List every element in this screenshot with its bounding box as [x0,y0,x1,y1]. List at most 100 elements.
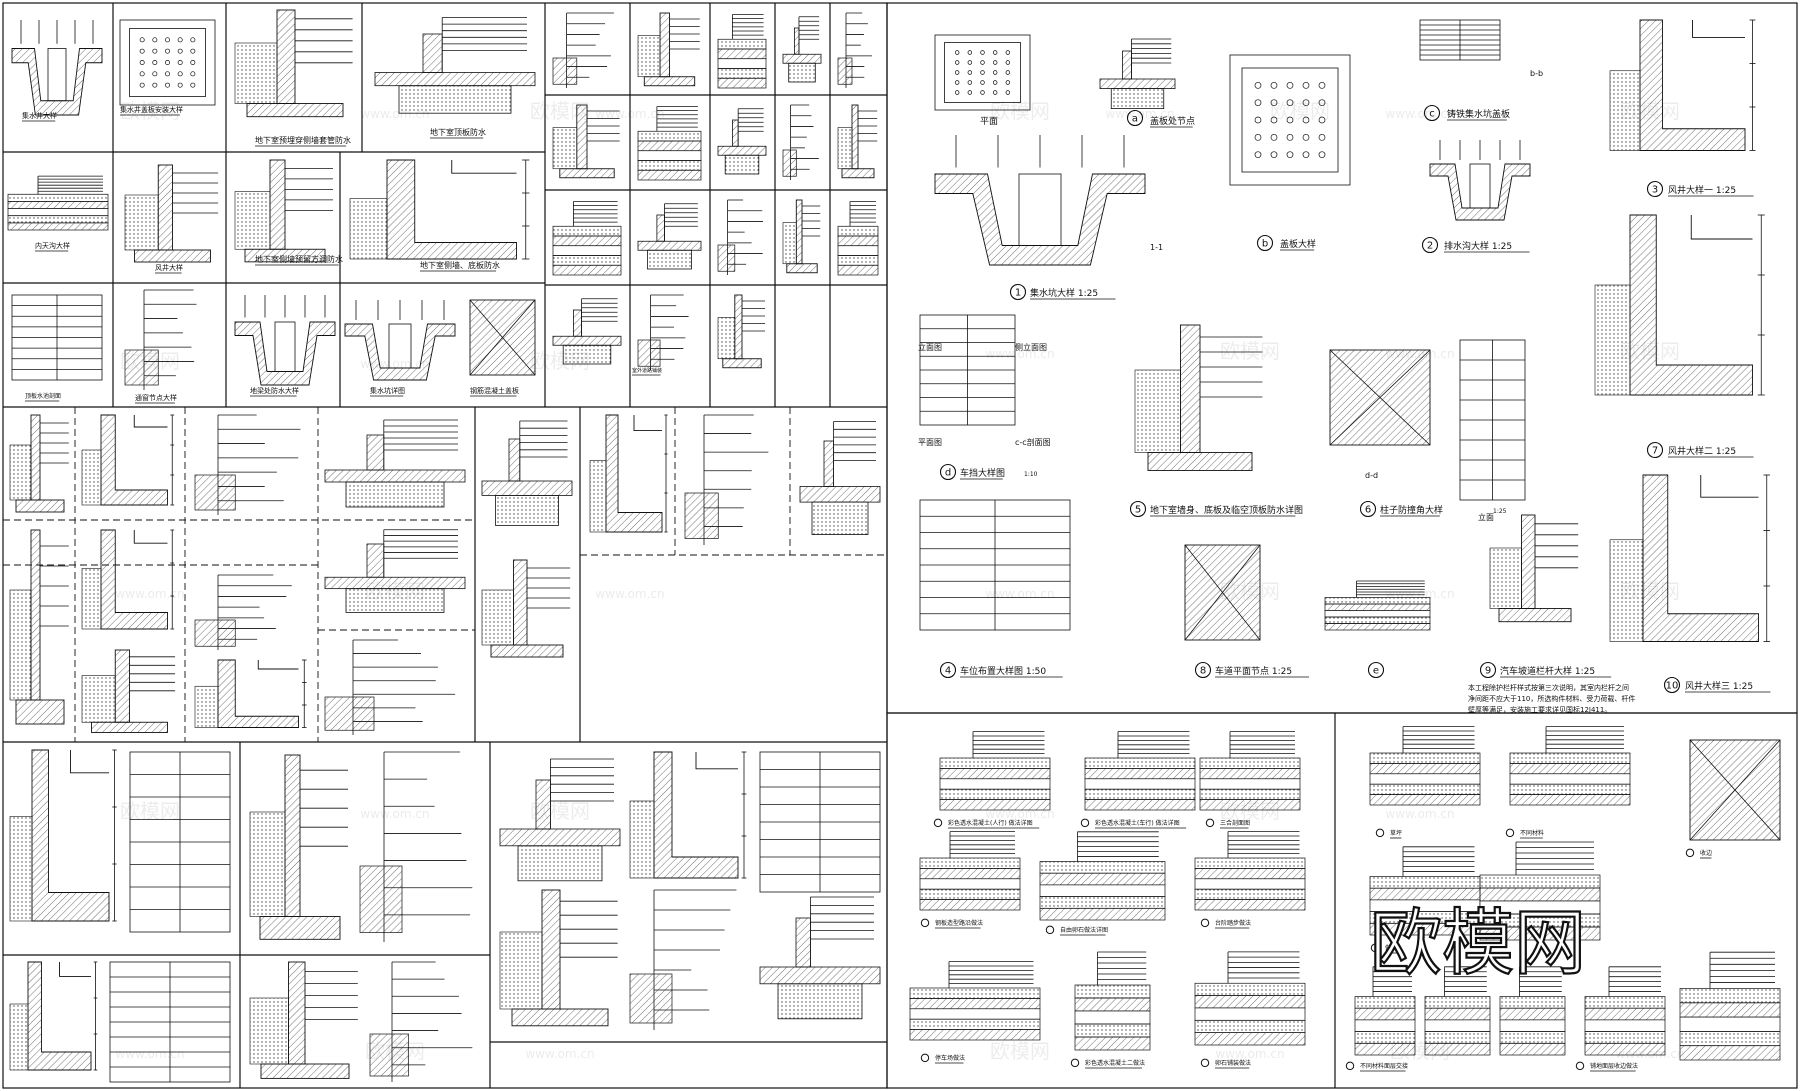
small-detail-cell [717,14,767,89]
detail-index-number: 4 [945,666,951,677]
detail-title: 风井大样 [155,263,183,272]
brand-watermark-large: 欧模网 [1370,901,1586,985]
middle-detail [9,529,69,725]
bottom-detail [759,751,881,893]
cover-plate-detail [1229,54,1351,186]
edge-detail-title: 不同材料面层交接 [1360,1062,1408,1070]
watermark-text: www.om.cn [1215,1047,1284,1061]
detail-index-circle [1205,818,1215,828]
detail-index-circle [1200,918,1210,928]
vent-shaft-small-detail [124,164,219,263]
bottom-detail [249,961,358,1079]
detail-index-circle [1421,236,1439,254]
watermark-text: 欧模网 [990,1039,1050,1063]
detail-index-circle [1375,828,1385,838]
watermark-text: www.om.cn [115,1047,184,1061]
detail-index-circle [939,661,957,679]
detail-index-number: c [1429,109,1435,120]
middle-detail [324,639,456,735]
detail-index-circle [1129,500,1147,518]
rc-cover-detail [469,299,536,376]
bottom-detail [629,751,747,879]
view-label-bb: b-b [1530,69,1543,78]
middle-detail [324,419,466,508]
edge-detail-title: 铺地面层收边做法 [1590,1062,1638,1070]
sump-pit-detail [11,20,103,116]
detail-title: 地下室侧墙预留方洞防水 [255,254,343,264]
edge-detail [1584,966,1666,1056]
edge-detail [1369,846,1481,936]
detail-title: 车位布置大样图 1:50 [960,665,1046,677]
roof-pool-section [11,294,103,381]
detail-index-circle [1009,283,1027,301]
detail-index-circle [1126,109,1144,127]
paving-section-detail [1084,731,1196,811]
inner-gutter-detail [7,175,109,231]
view-label: 平面图 [918,438,942,447]
watermark-text: 欧模网 [1620,339,1680,363]
ramp-detail-e [1324,580,1431,631]
watermark-text: www.om.cn [1615,1047,1684,1061]
watermark-text: www.om.cn [360,107,429,121]
bottom-detail [109,961,231,1083]
bottom-detail [369,961,473,1082]
car-stop-detail [919,314,1016,426]
detail-title: 内天沟大样 [35,241,70,250]
drain-ditch-detail [1429,140,1531,221]
detail-index-circle [1685,848,1695,858]
paving-section-detail [1039,831,1166,921]
edge-detail-title: 收边 [1700,849,1712,857]
basement-wall-waterproof [1134,324,1263,471]
small-detail-cell [552,201,622,276]
watermark-text: 欧模网 [1620,579,1680,603]
bottom-detail [499,889,618,1027]
detail-index-circle [933,818,943,828]
edge-detail [1499,966,1566,1056]
detail-title: 集水井大样 [22,111,57,120]
view-label: 立面图 [918,342,942,352]
detail-title: 排水沟大样 1:25 [1444,240,1512,252]
detail-index-number: 5 [1135,505,1141,516]
cover-joint-node [1099,38,1176,109]
paving-section-detail [919,831,1021,911]
view-label: 立面 [1478,512,1494,522]
detail-title: 集水井盖板安装大样 [120,105,183,114]
driveway-node [1184,544,1261,641]
edge-detail [1479,841,1601,941]
middle-detail [194,414,301,515]
watermark-text: 欧模网 [365,1039,425,1063]
view-label-plan: 平面 [980,116,998,127]
bottom-detail [129,751,231,933]
detail-index-circle [1045,925,1055,935]
detail-index-circle [1345,1061,1355,1071]
detail-index-number: d [945,468,951,479]
watermark-text: 欧模网 [990,99,1050,123]
small-detail-cell [837,201,879,276]
paving-detail-title: 彩色透水混凝土(车行) 做法详图 [1095,819,1180,827]
watermark-text: 欧模网 [365,579,425,603]
paving-detail-title: 彩色透水混凝土(人行) 做法详图 [948,819,1033,827]
sleeve-waterproof-detail [234,9,353,118]
detail-title: 室外道路铺装 [632,367,662,374]
detail-index-number: 1 [1015,288,1021,299]
bottom-detail [629,889,737,1030]
watermark-text: 欧模网 [1270,99,1330,123]
detail-index-number: a [1132,114,1138,125]
paving-detail-title: 钢板造型路沿做法 [935,919,983,927]
bottom-detail [499,758,621,882]
middle-detail [481,420,573,526]
detail-index-circle [1070,1058,1080,1068]
small-detail-cell [782,16,822,83]
detail-index-number: 9 [1485,666,1491,677]
watermark-text: 欧模网 [1220,799,1280,823]
detail-index-circle [1575,1061,1585,1071]
detail-index-circle [1080,818,1090,828]
middle-detail [81,649,176,733]
view-label: c-c剖面图 [1015,437,1051,447]
detail-index-number: 7 [1652,446,1658,457]
watermark-text: www.om.cn [115,587,184,601]
paving-detail-title: 自由卵石做法详图 [1060,926,1108,934]
watermark-text: 欧模网 [530,349,590,373]
vent-shaft-2 [1594,214,1765,396]
watermark-text: 欧模网 [530,799,590,823]
